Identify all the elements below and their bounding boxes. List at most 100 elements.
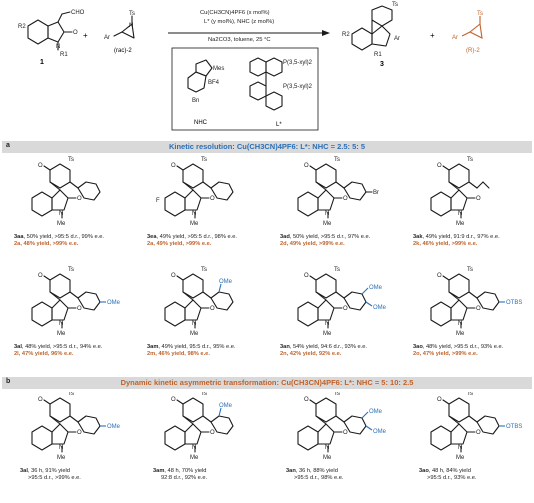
a-result-3an: 3an, 54% yield, 94:6 d.r., 93% e.e.2n, 4… xyxy=(280,344,367,358)
section-b-title: Dynamic kinetic asymmetric transformatio… xyxy=(120,378,414,387)
result-line-1: , 36 h, 91% yield xyxy=(27,468,70,474)
a-oxindole-n-label: N xyxy=(325,321,329,327)
a-nme-label: Me xyxy=(456,221,465,227)
b-result-3al: 3al, 36 h, 91% yield>95:5 d.r., >99% e.e… xyxy=(20,468,81,482)
b-lactam-o-label: O xyxy=(304,397,309,403)
a-substituent-label: OMe xyxy=(219,279,233,285)
a-lactam-o-label: O xyxy=(304,163,309,169)
a-result-3ak: 3ak, 49% yield, 91:9 d.r., 97% e.e.2k, 4… xyxy=(413,234,500,248)
a-fluoro-label: F xyxy=(156,198,160,204)
a-substituent-label: OMe xyxy=(369,285,383,291)
b-oxindole-n-label: N xyxy=(192,445,196,451)
r2-ts-label: Ts xyxy=(477,11,483,17)
a-oxindole-o-label: O xyxy=(77,306,82,312)
a-lactam-o-label: O xyxy=(437,163,442,169)
product-ar-label: Ar xyxy=(394,36,400,42)
result-line-1: , 48% yield, >95:5 d.r., 94% e.e. xyxy=(21,344,103,350)
compound-id: 3an xyxy=(286,468,296,474)
b-oxindole-n-label: N xyxy=(325,445,329,451)
a-result-3aa: 3aa, 50% yield, >95:5 d.r., 99% e.e.2a, … xyxy=(14,234,104,248)
compound-r-2-label: (R)-2 xyxy=(466,48,480,54)
a-ts-label: Ts xyxy=(467,157,473,163)
a-nme-label: Me xyxy=(57,331,66,337)
a-substituent-label-2: OMe xyxy=(373,305,387,311)
a-oxindole-o-label: O xyxy=(343,306,348,312)
bf4-label: BF4 xyxy=(208,80,220,86)
b-nme-label: Me xyxy=(456,455,465,461)
a-lactam-o-label: O xyxy=(38,163,43,169)
result-line-2: >95:5 d.r., >99% e.e. xyxy=(28,475,81,481)
ligand-label: L* xyxy=(276,122,282,128)
a-oxindole-o-label: O xyxy=(476,306,481,312)
a-nme-label: Me xyxy=(323,221,332,227)
reagents-line-3: Na2CO3, toluene, 25 °C xyxy=(208,37,271,43)
a-oxindole-o-label: O xyxy=(77,196,82,202)
result-line-1: , 50% yield, >95:5 d.r., 97% e.e. xyxy=(289,234,371,240)
b-substituent-label: OTBS xyxy=(506,424,522,430)
a-oxindole-o-label: O xyxy=(476,196,481,202)
section-a-structures: OONMeTsOONMeTsFOONMeTsBrOONMeTsOONMeTsOM… xyxy=(31,157,522,337)
catalyst-box xyxy=(171,47,319,131)
mes-label: Mes xyxy=(213,66,224,72)
a-oxindole-o-label: O xyxy=(343,196,348,202)
section-b-structures: OONMeTsOMeOONMeTsOMeOONMeTsOMeOMeOONMeTs… xyxy=(31,392,522,461)
b-oxindole-o-label: O xyxy=(343,430,348,436)
b-substituent-label: OMe xyxy=(107,424,121,430)
result-line-1: , 48% yield, >95:5 d.r., 93% e.e. xyxy=(422,344,504,350)
aziridine-n-label: N xyxy=(129,23,133,29)
a-lactam-o-label: O xyxy=(437,273,442,279)
recovered-aziridine: 2a, 48% yield, >99% e.e. xyxy=(14,241,79,247)
a-result-3al: 3al, 48% yield, >95:5 d.r., 94% e.e.2l, … xyxy=(14,344,102,358)
compound-id: 3am xyxy=(147,344,159,350)
compound-3-structure: Ts Ar R2 R1 xyxy=(342,2,400,58)
compound-id: 3ao xyxy=(413,344,423,350)
compound-id: 3ao xyxy=(419,468,429,474)
section-a-header: a Kinetic resolution: Cu(CH3CN)4PF6: L*:… xyxy=(2,141,532,153)
a-lactam-o-label: O xyxy=(171,163,176,169)
compound-1-structure: CHO O N R1 R2 xyxy=(18,10,85,58)
b-ts-label: Ts xyxy=(467,392,473,397)
section-b-tag: b xyxy=(6,378,11,385)
a-lactam-o-label: O xyxy=(304,273,309,279)
a-ts-label: Ts xyxy=(201,267,207,273)
b-lactam-o-label: O xyxy=(437,397,442,403)
b-oxindole-o-label: O xyxy=(210,430,215,436)
b-substituent-label: OMe xyxy=(219,403,233,409)
result-line-1: , 48 h, 84% yield xyxy=(428,468,471,474)
a-result-3ea: 3ea, 49% yield, >95:5 d.r., 98% e.e.2a, … xyxy=(147,234,237,248)
a-substituent-label: OMe xyxy=(107,300,121,306)
b-ts-label: Ts xyxy=(334,392,340,397)
nhc-structure: Mes BF4 Bn xyxy=(187,59,224,104)
compound-id: 3ea xyxy=(147,234,157,240)
a-ts-label: Ts xyxy=(68,267,74,273)
b-ts-label: Ts xyxy=(68,392,74,397)
compound-id: 3ad xyxy=(280,234,290,240)
result-line-1: , 49% yield, 91:9 d.r., 97% e.e. xyxy=(422,234,500,240)
a-lactam-o-label: O xyxy=(38,273,43,279)
b-oxindole-n-label: N xyxy=(458,445,462,451)
reagents-line-2: L* (y mol%), NHC (z mol%) xyxy=(204,19,275,25)
recovered-aziridine: 2l, 47% yield, 96% e.e. xyxy=(14,351,74,357)
a-result-3ao: 3ao, 48% yield, >95:5 d.r., 93% e.e.2o, … xyxy=(413,344,503,358)
a-oxindole-n-label: N xyxy=(192,321,196,327)
product-r2-label: R2 xyxy=(342,32,350,38)
recovered-aziridine: 2m, 46% yield, 98% e.e. xyxy=(147,351,210,357)
compound-1-label: 1 xyxy=(40,59,44,66)
b-lactam-o-label: O xyxy=(38,397,43,403)
nhc-label: NHC xyxy=(194,120,208,126)
result-line-2: >95:5 d.r., 98% e.e. xyxy=(294,475,344,481)
b-ts-label: Ts xyxy=(201,392,207,397)
section-a-title: Kinetic resolution: Cu(CH3CN)4PF6: L*: N… xyxy=(168,142,366,151)
section-b-header: b Dynamic kinetic asymmetric transformat… xyxy=(2,377,532,389)
a-ts-label: Ts xyxy=(68,157,74,163)
b-nme-label: Me xyxy=(57,455,66,461)
ligand-structure: P(3,5-xyl)2 P(3,5-xyl)2 xyxy=(249,57,313,111)
result-line-1: , 54% yield, 94:6 d.r., 93% e.e. xyxy=(289,344,367,350)
compound-id: 3aa xyxy=(14,234,24,240)
